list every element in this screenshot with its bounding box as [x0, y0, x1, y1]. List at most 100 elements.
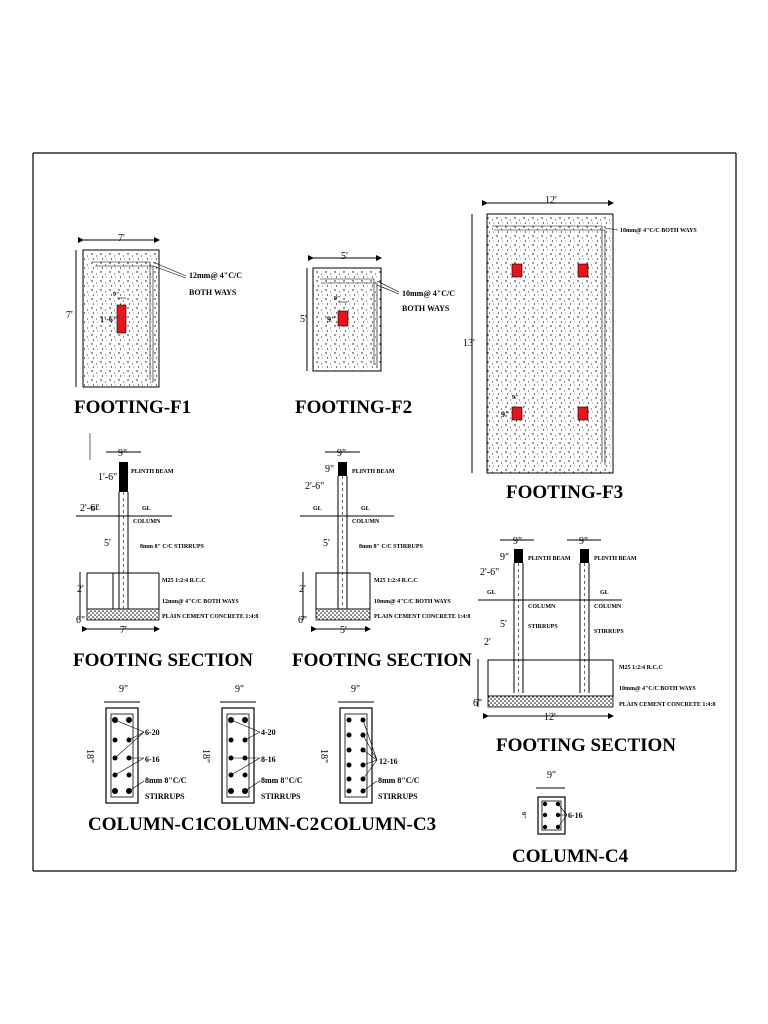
s2-column-label: COLUMN — [352, 519, 380, 525]
s2-base-w: 5' — [340, 625, 347, 636]
s3-gl-left: GL — [487, 590, 496, 596]
s1-plinth-beam — [119, 462, 128, 492]
f2-col-w-dim: 9" — [334, 296, 340, 302]
s3-title: FOOTING SECTION — [496, 735, 676, 756]
s2-pcc-layer — [315, 608, 371, 621]
c2-stirrup-2: STIRRUPS — [261, 792, 301, 801]
s2-depth-dim: 2'-6" — [305, 481, 324, 492]
f1-bar-label-2: BOTH WAYS — [189, 288, 237, 297]
s1-rcc-label: M25 1:2:4 R.C.C — [162, 578, 206, 584]
f2-column-stub — [337, 310, 349, 327]
c3-stirrup-2: STIRRUPS — [378, 792, 418, 801]
s3-stirrups-label-2: STIRRUPS — [594, 629, 624, 635]
c4-h-dim: 9" — [520, 812, 526, 818]
s3-plinth-beam-1 — [514, 549, 523, 563]
f1-col-w-dim: 9" — [113, 292, 119, 298]
s3-column-label-2: COLUMN — [594, 604, 622, 610]
s1-beam-w: 9" — [118, 448, 127, 459]
s1-beam-h: 1'-6" — [98, 472, 117, 483]
f2-bar-label-2: BOTH WAYS — [402, 304, 450, 313]
c4-bars-1: 6-16 — [568, 811, 583, 820]
s3-plinth-beam-2 — [580, 549, 589, 563]
c4-title: COLUMN-C4 — [512, 846, 629, 867]
c3-stirrup-1: 8mm 8"C/C — [378, 776, 420, 785]
f3-column-1 — [511, 263, 523, 278]
s3-pcc-layer — [487, 695, 614, 708]
f3-column-3 — [511, 406, 523, 421]
s2-title: FOOTING SECTION — [292, 650, 472, 671]
s3-gl-right: GL — [600, 590, 609, 596]
c2-title: COLUMN-C2 — [203, 814, 319, 835]
c1-h-dim: 18" — [84, 749, 95, 763]
s1-title: FOOTING SECTION — [73, 650, 253, 671]
s3-base-w: 12' — [544, 712, 556, 723]
c2-w-dim: 9" — [235, 684, 244, 695]
s3-beam-w-1: 9" — [513, 536, 522, 547]
f1-col-h-dim: 1'-6" — [100, 315, 117, 324]
footing-f3-plan: 12' 13' 9" 9" 10mm@ 4"C/C BOTH WAYS FOOT… — [463, 195, 697, 503]
s2-beam-h: 9" — [325, 464, 334, 475]
s3-pad-h-dim: 2' — [484, 637, 491, 648]
s1-gl-left: GL — [91, 506, 100, 512]
s1-column-label: COLUMN — [133, 519, 161, 525]
f1-bar-label-1: 12mm@ 4"C/C — [189, 271, 242, 280]
s2-gl-right: GL — [361, 506, 370, 512]
f3-col-h-dim: 9" — [501, 410, 509, 419]
s3-plinth-label-2: PLINTH BEAM — [594, 556, 637, 562]
s1-base-w: 7' — [120, 625, 127, 636]
footing-section-3: 9" 9" 9" 2'-6" GL GL PLINTH BEAM PLINTH … — [473, 536, 715, 756]
s1-depth-dim: 2'-6" — [80, 503, 99, 514]
f2-height-dim: 5' — [300, 314, 307, 325]
s3-depth-dim: 2'-6" — [480, 567, 499, 578]
s3-plinth-label-1: PLINTH BEAM — [528, 556, 571, 562]
f3-column-2 — [577, 263, 589, 278]
s2-pad-h-dim: 2' — [299, 584, 306, 595]
s2-plinth-beam — [338, 462, 347, 476]
f2-bar-label-1: 10mm@ 4"C/C — [402, 289, 455, 298]
footing-f1-plan: 7' 7' 9" 1'-6" 12mm@ 4"C/C BOTH WAYS FOO… — [66, 233, 242, 418]
f3-column-4 — [577, 406, 589, 421]
f3-height-dim: 13' — [463, 338, 475, 349]
column-c3: 9" 18" 12-16 8mm 8"C/C STIRRUPS COLUMN-C… — [318, 684, 436, 835]
f1-column-stub — [116, 304, 127, 334]
c3-title: COLUMN-C3 — [320, 814, 436, 835]
s2-pcc-label: PLAIN CEMENT CONCRETE 1:4:8 — [374, 614, 470, 620]
s2-stirrups-label: 8mm 8" C/C STIRRUPS — [359, 544, 423, 550]
f2-title: FOOTING-F2 — [295, 397, 412, 418]
c1-stirrup-2: STIRRUPS — [145, 792, 185, 801]
c3-h-dim: 18" — [318, 749, 329, 763]
s2-pcc-dim: 6" — [298, 615, 307, 626]
c1-w-dim: 9" — [119, 684, 128, 695]
s3-beam-h: 9" — [500, 552, 509, 563]
s1-bars-label: 12mm@ 4"C/C BOTH WAYS — [162, 599, 239, 605]
s3-beam-w-2: 9" — [579, 536, 588, 547]
s3-column-label-1: COLUMN — [528, 604, 556, 610]
s1-stirrups-label: 8mm 8" C/C STIRRUPS — [140, 544, 204, 550]
s1-pcc-layer — [86, 608, 160, 621]
s1-pcc-label: PLAIN CEMENT CONCRETE 1:4:8 — [162, 614, 258, 620]
column-c2: 9" 18" 4-20 8-16 8mm 8"C/C STIRRUPS COLU… — [200, 684, 319, 835]
c2-bars-2: 8-16 — [261, 755, 276, 764]
f2-width-dim: 5' — [341, 251, 348, 262]
c1-stirrup-1: 8mm 8"C/C — [145, 776, 187, 785]
footing-section-1: 9" 1'-6" 2'-6" GL GL COLUMN 5' 8mm 8" C/… — [73, 433, 258, 671]
f1-title: FOOTING-F1 — [74, 397, 191, 418]
s2-col-h-dim: 5' — [323, 538, 330, 549]
c2-bars-1: 4-20 — [261, 728, 276, 737]
s3-pcc-dim: 6" — [473, 698, 482, 709]
s3-pcc-label: PLAIN CEMENT CONCRETE 1:4:8 — [619, 702, 715, 708]
s3-col-h-dim: 5' — [500, 619, 507, 630]
f3-width-dim: 12' — [545, 195, 557, 206]
c3-w-dim: 9" — [351, 684, 360, 695]
f3-col-w-dim: 9" — [512, 395, 518, 401]
s3-rcc-label: M25 1:2:4 R.C.C — [619, 665, 663, 671]
c2-stirrup-1: 8mm 8"C/C — [261, 776, 303, 785]
c4-w-dim: 9" — [547, 770, 556, 781]
f1-height-dim: 7' — [66, 310, 73, 321]
s3-stirrups-label-1: STIRRUPS — [528, 624, 558, 630]
c1-bars-1: 6-20 — [145, 728, 160, 737]
c2-h-dim: 18" — [200, 749, 211, 763]
s2-bars-label: 10mm@ 4"C/C BOTH WAYS — [374, 599, 451, 605]
s3-bars-label: 10mm@ 4"C/C BOTH WAYS — [619, 686, 696, 692]
c1-title: COLUMN-C1 — [88, 814, 204, 835]
